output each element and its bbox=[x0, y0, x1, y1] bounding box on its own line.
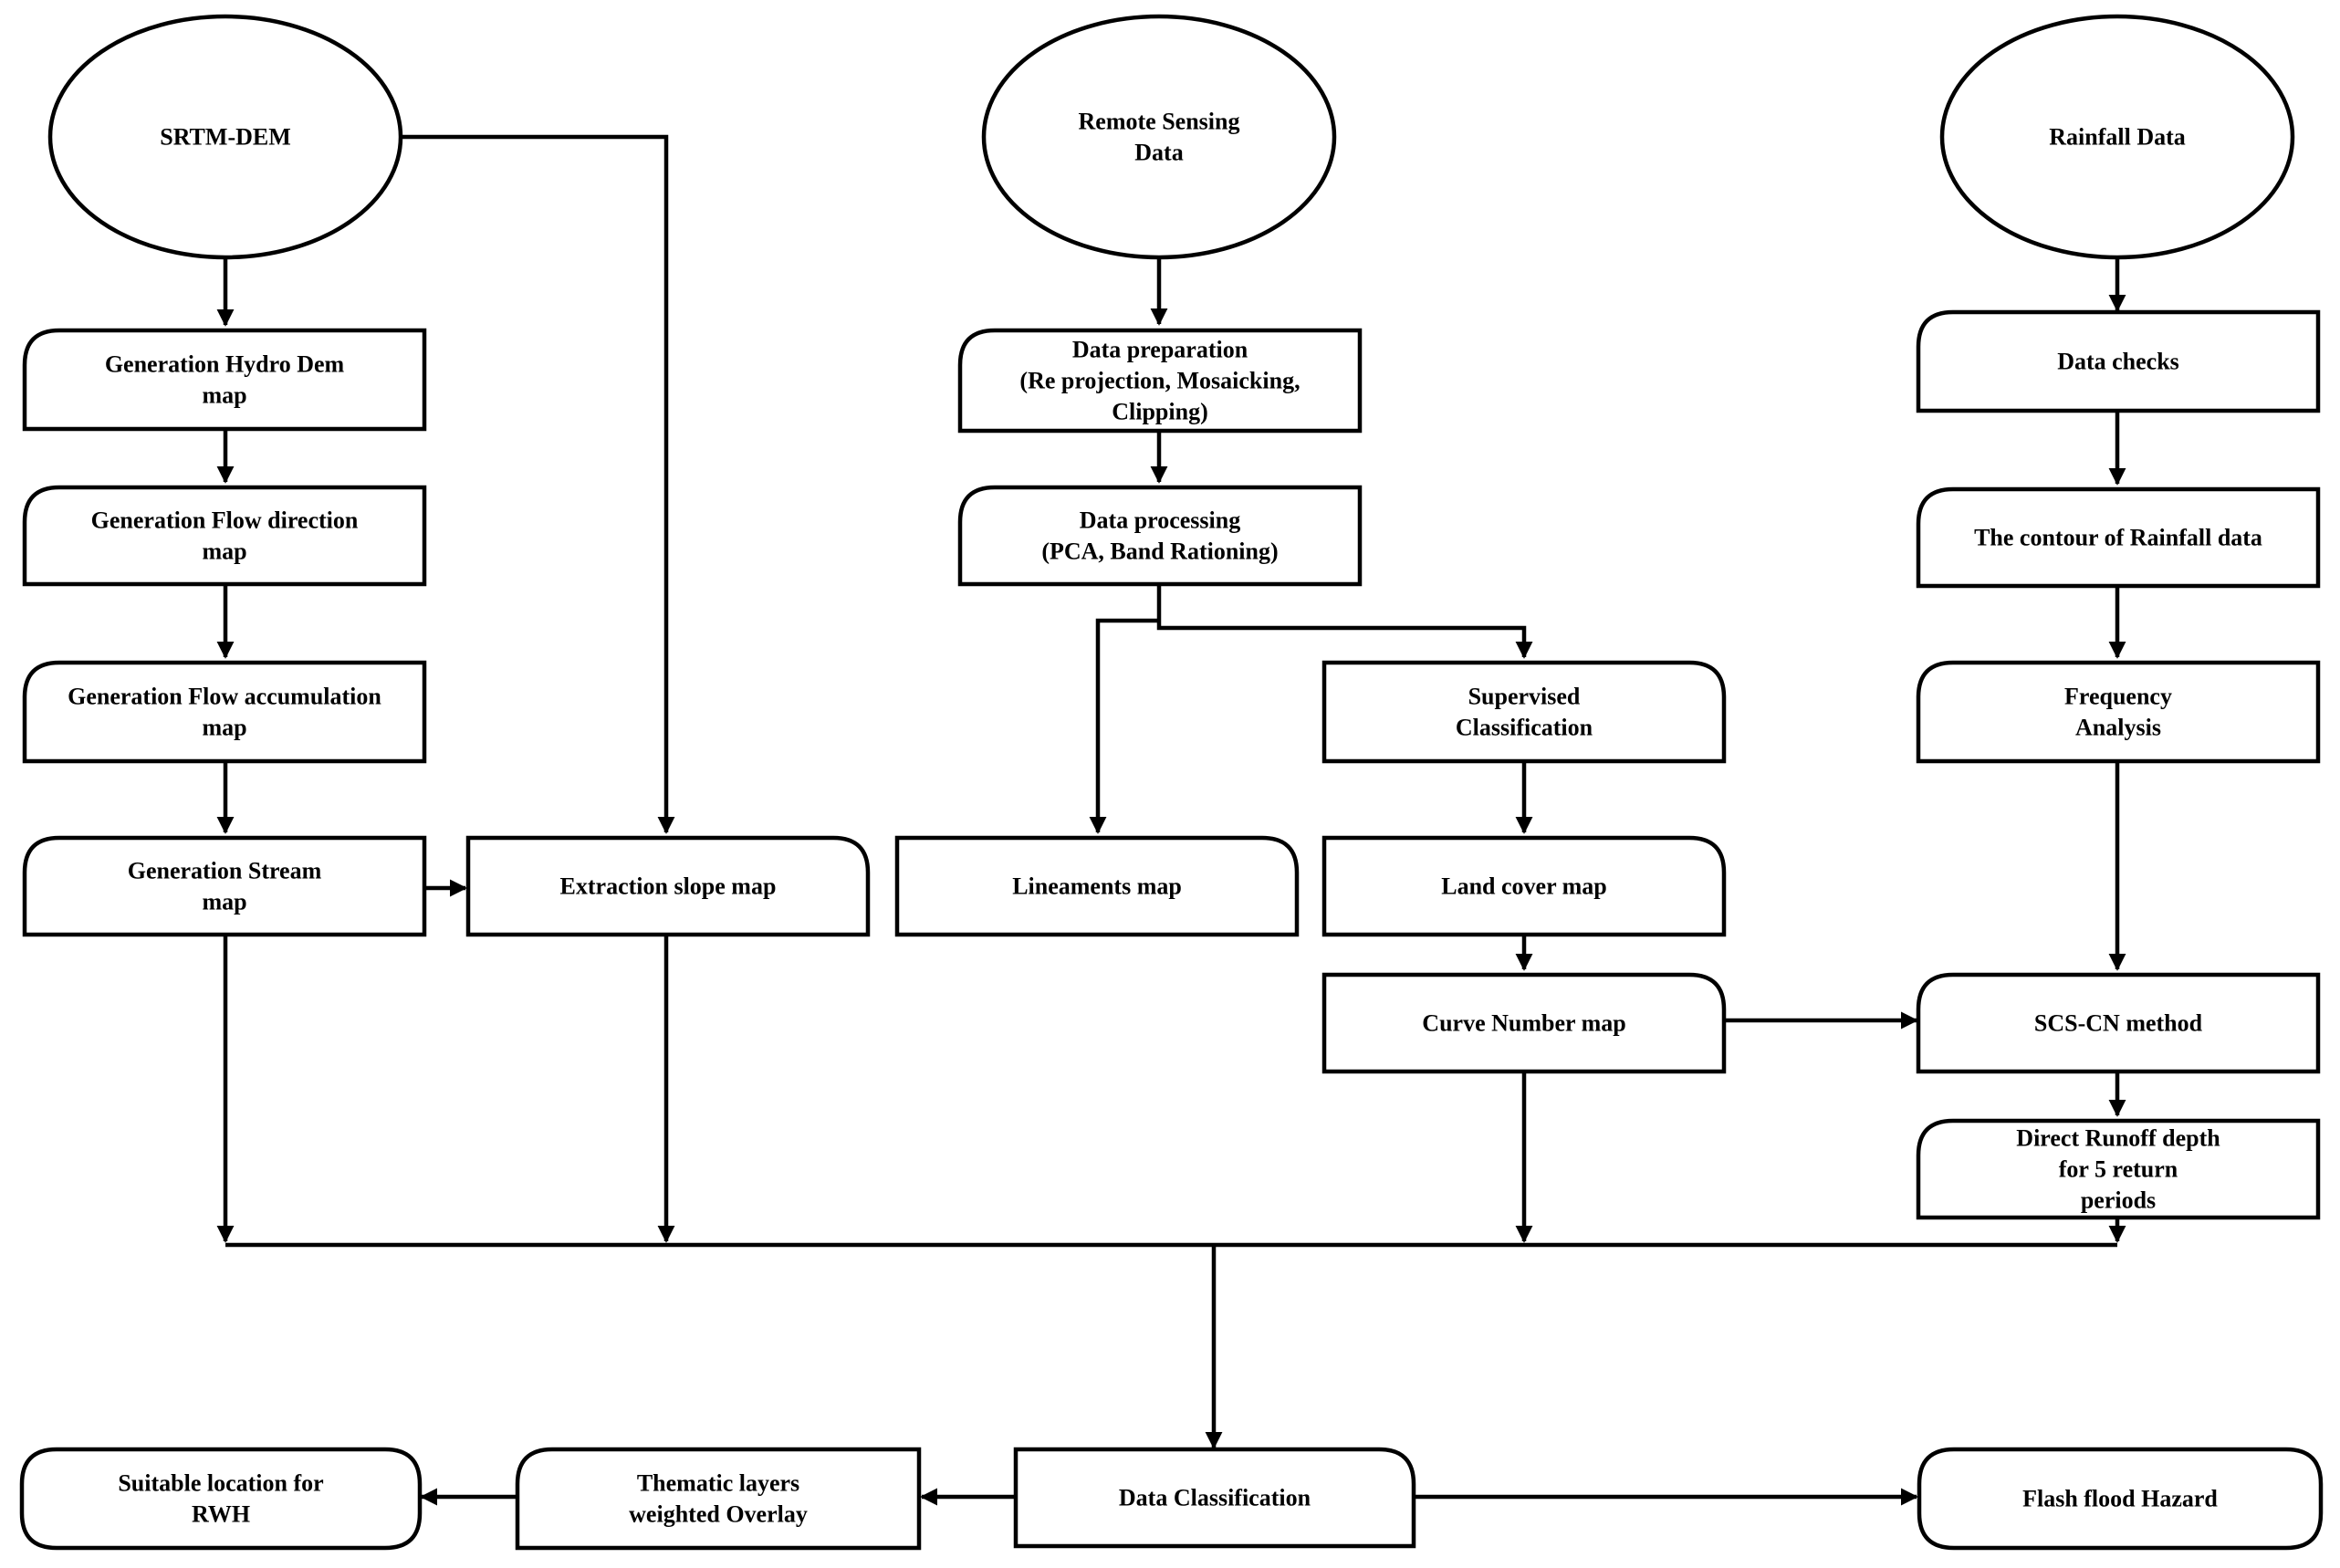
node-prep-label: (Re projection, Mosaicking, bbox=[1019, 368, 1300, 394]
edge-srtm-slope bbox=[402, 134, 675, 834]
node-checks: Data checks bbox=[1916, 309, 2321, 413]
node-flowacc-label: map bbox=[202, 715, 246, 741]
node-classif-shape bbox=[1013, 1447, 1416, 1549]
node-flowacc-shape bbox=[22, 660, 427, 764]
node-flash-label: Flash flood Hazard bbox=[2022, 1486, 2218, 1512]
node-runoff-label: periods bbox=[2081, 1187, 2156, 1214]
node-scs-shape bbox=[1916, 972, 2321, 1074]
node-srtm-shape bbox=[47, 14, 403, 260]
node-lineaments-shape bbox=[894, 835, 1300, 937]
edge-proc-lineaments bbox=[1089, 618, 1159, 834]
node-rain-shape bbox=[1939, 14, 2295, 260]
node-cn-shape bbox=[1321, 972, 1727, 1074]
node-stream: Generation Stream map bbox=[22, 835, 427, 937]
node-prep: Data preparation (Re projection, Mosaicki… bbox=[957, 328, 1363, 434]
node-proc-label: Data processing bbox=[1080, 507, 1240, 534]
node-supervised-shape bbox=[1321, 660, 1727, 764]
node-flowacc: Generation Flow accumulation map bbox=[22, 660, 427, 764]
node-srtm: SRTM-DEM bbox=[47, 14, 403, 260]
node-slope: Extraction slope map bbox=[465, 835, 871, 937]
node-thematic-shape bbox=[515, 1447, 922, 1551]
node-supervised-label: Supervised bbox=[1468, 684, 1581, 710]
node-rs-label: Data bbox=[1134, 140, 1183, 166]
node-prep-label: Data preparation bbox=[1072, 337, 1248, 363]
node-slope-shape bbox=[465, 835, 871, 937]
node-proc-label: (PCA, Band Rationing) bbox=[1041, 538, 1278, 565]
node-runoff: Direct Runoff depth for 5 return periods bbox=[1916, 1118, 2321, 1220]
node-runoff-label: Direct Runoff depth bbox=[2016, 1125, 2220, 1152]
node-freq-label: Frequency bbox=[2064, 684, 2172, 710]
node-stream-shape bbox=[22, 835, 427, 937]
node-lineaments-label: Lineaments map bbox=[1012, 873, 1182, 900]
node-suitable-shape bbox=[19, 1447, 423, 1551]
node-rain: Rainfall Data bbox=[1939, 14, 2295, 260]
node-runoff-shape bbox=[1916, 1118, 2321, 1220]
node-lineaments: Lineaments map bbox=[894, 835, 1300, 937]
node-cn: Curve Number map bbox=[1321, 972, 1727, 1074]
node-rs-label: Remote Sensing bbox=[1079, 109, 1240, 135]
node-contour: The contour of Rainfall data bbox=[1916, 486, 2321, 589]
node-proc-shape bbox=[957, 485, 1363, 587]
node-checks-shape bbox=[1916, 309, 2321, 413]
node-flowdir-label: Generation Flow direction bbox=[91, 507, 359, 534]
node-suitable-label: Suitable location for bbox=[118, 1470, 323, 1497]
node-hydro-label: Generation Hydro Dem bbox=[105, 351, 345, 378]
node-contour-shape bbox=[1916, 486, 2321, 589]
node-suitable-label: RWH bbox=[192, 1501, 250, 1528]
node-rain-label: Rainfall Data bbox=[2049, 124, 2186, 151]
node-landcover-label: Land cover map bbox=[1441, 873, 1607, 900]
node-scs: SCS-CN method bbox=[1916, 972, 2321, 1074]
node-supervised-label: Classification bbox=[1456, 715, 1593, 741]
node-cn-label: Curve Number map bbox=[1422, 1010, 1625, 1037]
node-hydro-label: map bbox=[202, 382, 246, 409]
node-proc: Data processing (PCA, Band Rationing) bbox=[957, 485, 1363, 587]
node-flash: Flash flood Hazard bbox=[1917, 1447, 2324, 1551]
node-runoff-label: for 5 return bbox=[2059, 1156, 2178, 1183]
node-classif-label: Data Classification bbox=[1119, 1485, 1311, 1511]
node-stream-label: map bbox=[202, 889, 246, 915]
connectors bbox=[216, 134, 2126, 1506]
node-srtm-label: SRTM-DEM bbox=[160, 124, 291, 151]
node-rs-shape bbox=[981, 14, 1337, 260]
node-freq-label: Analysis bbox=[2075, 715, 2161, 741]
node-contour-label: The contour of Rainfall data bbox=[1974, 525, 2262, 551]
node-hydro-shape bbox=[22, 328, 427, 432]
node-prep-label: Clipping) bbox=[1112, 399, 1208, 425]
node-classif: Data Classification bbox=[1013, 1447, 1416, 1549]
node-flowdir: Generation Flow direction map bbox=[22, 485, 427, 587]
edge-proc-branch bbox=[1156, 584, 1533, 659]
node-scs-label: SCS-CN method bbox=[2034, 1010, 2203, 1037]
node-checks-label: Data checks bbox=[2057, 349, 2179, 375]
node-stream-label: Generation Stream bbox=[128, 858, 322, 884]
node-thematic-label: Thematic layers bbox=[637, 1470, 799, 1497]
node-thematic: Thematic layers weighted Overlay bbox=[515, 1447, 922, 1551]
node-flowacc-label: Generation Flow accumulation bbox=[68, 684, 381, 710]
node-thematic-label: weighted Overlay bbox=[629, 1501, 808, 1528]
node-flowdir-shape bbox=[22, 485, 427, 587]
node-prep-shape bbox=[957, 328, 1363, 434]
node-hydro: Generation Hydro Dem map bbox=[22, 328, 427, 432]
node-landcover: Land cover map bbox=[1321, 835, 1727, 937]
node-flowdir-label: map bbox=[202, 538, 246, 565]
node-landcover-shape bbox=[1321, 835, 1727, 937]
node-freq-shape bbox=[1916, 660, 2321, 764]
node-flash-shape bbox=[1917, 1447, 2324, 1551]
node-slope-label: Extraction slope map bbox=[560, 873, 777, 900]
